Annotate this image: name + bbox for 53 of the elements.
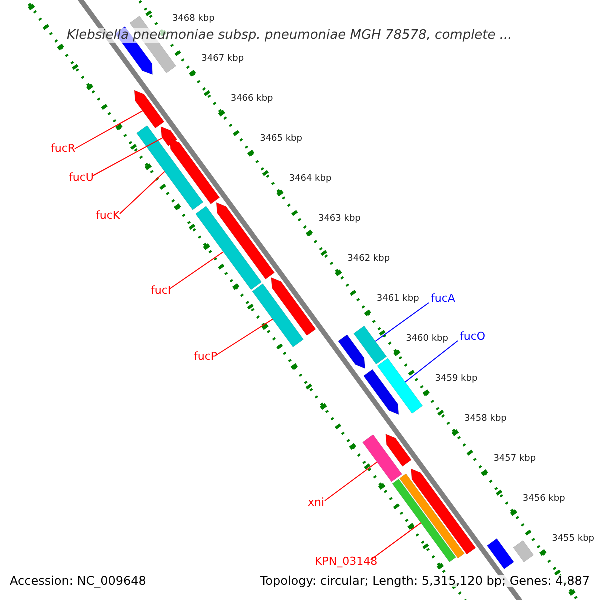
gene-feature xyxy=(354,326,388,365)
gene-feature xyxy=(136,125,204,210)
topology-text: Topology: circular; Length: 5,315,120 bp; Genes: 4,887 xyxy=(260,575,590,587)
gene-feature xyxy=(252,284,304,348)
gene-feature xyxy=(400,474,465,559)
gene-feature xyxy=(386,434,412,467)
gene-label: fucO xyxy=(460,331,486,342)
gene-feature xyxy=(170,138,220,205)
gene-label: fucI xyxy=(151,285,172,296)
position-label: 3461 kbp xyxy=(376,295,420,304)
leader-line xyxy=(216,318,274,356)
leader-line xyxy=(92,138,164,176)
gene-label: fucP xyxy=(194,351,218,362)
leader-line xyxy=(120,171,166,214)
leader-line xyxy=(74,110,144,150)
gene-feature xyxy=(134,90,165,129)
gene-label: fucR xyxy=(51,143,76,154)
position-label: 3462 kbp xyxy=(348,255,390,264)
leader-line xyxy=(375,302,430,342)
gene-label: fucU xyxy=(69,172,94,183)
gene-feature xyxy=(487,538,514,570)
position-label: 3457 kbp xyxy=(494,454,536,464)
gene-label: fucK xyxy=(96,210,120,221)
position-label: 3458 kbp xyxy=(464,414,507,424)
gene-feature xyxy=(338,334,366,370)
gene-feature xyxy=(364,369,400,416)
gene-feature xyxy=(392,478,456,562)
gene-label: fucA xyxy=(431,293,456,304)
position-label: 3467 kbp xyxy=(202,55,244,64)
leader-line xyxy=(324,462,378,502)
gene-feature xyxy=(377,358,424,414)
leader-line xyxy=(170,252,224,290)
gene-feature xyxy=(216,202,275,280)
position-label: 3466 kbp xyxy=(230,95,274,104)
position-label: 3455 kbp xyxy=(552,534,595,544)
gene-feature xyxy=(160,126,178,146)
gene-feature xyxy=(513,540,534,563)
position-label: 3456 kbp xyxy=(522,494,566,504)
accession-text: Accession: NC_009648 xyxy=(10,575,146,587)
gene-label: KPN_03148 xyxy=(315,556,378,567)
gene-feature xyxy=(362,434,402,482)
position-label: 3464 kbp xyxy=(289,175,332,184)
gene-label: xni xyxy=(308,497,325,508)
position-label: 3459 kbp xyxy=(435,374,478,384)
gene-feature xyxy=(411,468,476,555)
position-label: 3463 kbp xyxy=(318,215,361,224)
gene-feature xyxy=(271,277,316,336)
leader-line xyxy=(404,340,458,383)
position-label: 3468 kbp xyxy=(172,15,215,24)
position-label: 3460 kbp xyxy=(406,335,448,344)
leader-line xyxy=(370,522,422,560)
gene-feature xyxy=(196,206,262,290)
position-label: 3465 kbp xyxy=(260,135,302,144)
